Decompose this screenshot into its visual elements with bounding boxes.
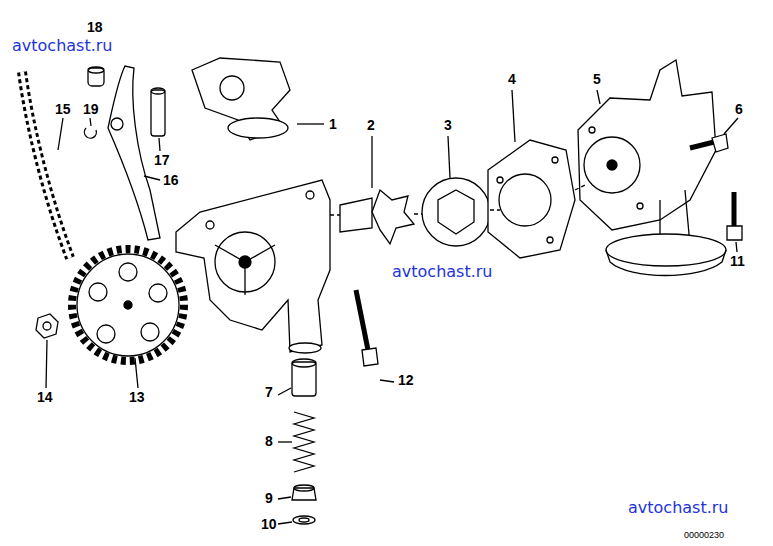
callout-number: 2 bbox=[366, 118, 376, 132]
callout-number: 3 bbox=[443, 118, 453, 132]
callout-number: 15 bbox=[54, 102, 72, 116]
callout-number: 10 bbox=[260, 517, 278, 531]
callout-number: 4 bbox=[507, 72, 517, 86]
callout-number: 18 bbox=[86, 20, 104, 34]
watermark: avtochast.ru bbox=[628, 500, 729, 516]
drawing-number: 00000230 bbox=[684, 531, 724, 540]
callout-number: 5 bbox=[592, 72, 602, 86]
callout-number: 12 bbox=[397, 373, 415, 387]
callout-number: 13 bbox=[128, 390, 146, 404]
callout-number: 7 bbox=[264, 385, 274, 399]
callout-number: 11 bbox=[729, 254, 746, 268]
callout-number: 9 bbox=[264, 491, 274, 505]
callout-number: 14 bbox=[36, 390, 54, 404]
callout-number: 6 bbox=[734, 102, 744, 116]
watermark: avtochast.ru bbox=[12, 38, 113, 54]
callout-number: 17 bbox=[153, 153, 171, 167]
callout-number: 19 bbox=[82, 102, 100, 116]
callout-number: 16 bbox=[162, 173, 180, 187]
callout-number: 8 bbox=[264, 434, 274, 448]
callout-number: 1 bbox=[328, 117, 338, 131]
watermark: avtochast.ru bbox=[392, 264, 493, 280]
